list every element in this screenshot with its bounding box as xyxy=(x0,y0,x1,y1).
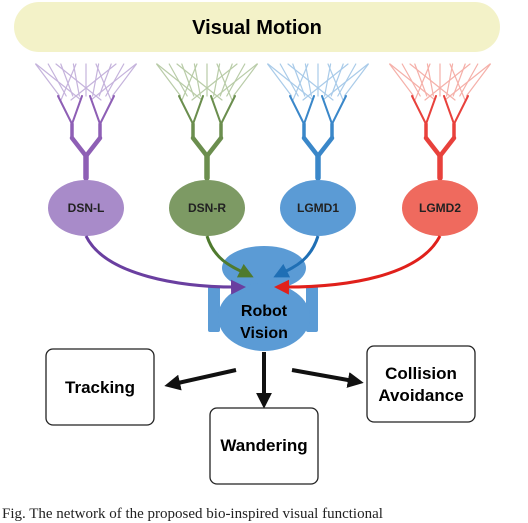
dendrite-tree-dsn-r xyxy=(156,63,258,181)
neuron-node-dsn-l: DSN-L xyxy=(48,180,124,236)
dendrite-tree-lgmd1 xyxy=(267,63,369,181)
neuron-label-dsn-r: DSN-R xyxy=(188,201,226,215)
robot-label-line2: Vision xyxy=(240,325,288,342)
neuron-node-dsn-r: DSN-R xyxy=(169,180,245,236)
banner-title: Visual Motion xyxy=(192,17,322,39)
robot-left-wheel xyxy=(208,286,220,332)
arrow-dsnr-to-robot xyxy=(205,235,254,278)
neuron-node-lgmd1: LGMD1 xyxy=(280,180,356,236)
arrow-lgmd2-to-robot xyxy=(274,235,442,295)
wandering-label: Wandering xyxy=(220,436,307,455)
neuron-node-lgmd2: LGMD2 xyxy=(402,180,478,236)
arrow-dsnl-to-robot xyxy=(84,235,246,295)
robot-head xyxy=(222,246,306,290)
robot-vision: Robot Vision xyxy=(208,246,318,351)
dendrite-tree-dsn-l xyxy=(34,63,137,181)
arrow-lgmd1-to-robot xyxy=(273,235,320,278)
wandering-box: Wandering xyxy=(209,407,319,485)
arrow-to-collision-avoidance xyxy=(291,368,364,388)
dendrite-tree-lgmd2 xyxy=(389,63,491,181)
arrow-to-tracking xyxy=(164,368,237,391)
collision-label-line1: Collision xyxy=(385,364,457,383)
robot-body xyxy=(218,283,310,351)
collision-avoidance-box: Collision Avoidance xyxy=(366,345,476,423)
collision-label-line2: Avoidance xyxy=(378,386,463,405)
visual-motion-banner: Visual Motion xyxy=(14,2,500,52)
neuron-label-lgmd2: LGMD2 xyxy=(419,201,461,215)
figure-caption: Fig. The network of the proposed bio-ins… xyxy=(2,506,383,522)
tracking-box: Tracking xyxy=(45,348,155,426)
neuron-label-dsn-l: DSN-L xyxy=(68,201,105,215)
neuron-label-lgmd1: LGMD1 xyxy=(297,201,339,215)
robot-label-line1: Robot xyxy=(241,303,288,320)
tracking-label: Tracking xyxy=(65,378,135,397)
